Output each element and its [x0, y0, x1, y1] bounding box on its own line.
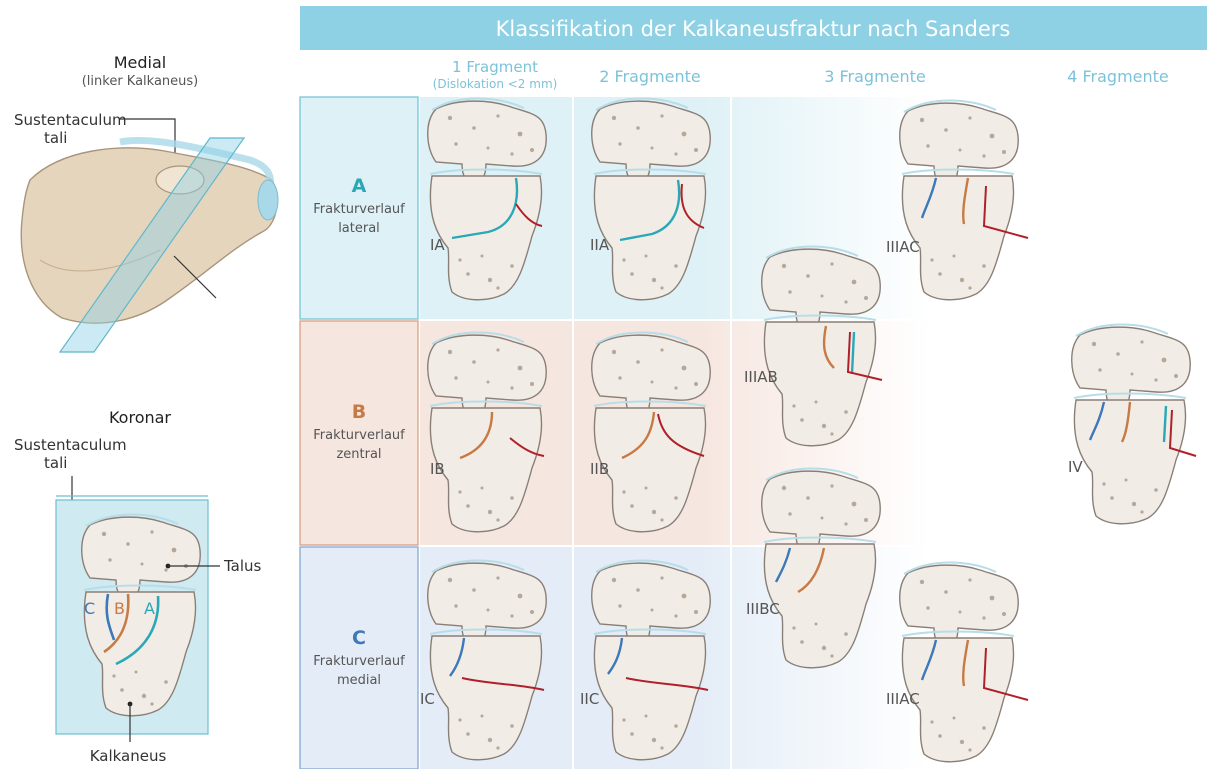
talus-label: Talus	[223, 557, 262, 575]
column-header-3-fragments: 3 Fragmente	[824, 67, 926, 86]
row-a-line1: Frakturverlauf	[313, 202, 405, 217]
row-c-line1: Frakturverlauf	[313, 654, 405, 669]
calcaneus-medial-illustration	[21, 138, 278, 352]
row-c-line2: medial	[337, 673, 381, 688]
fracture-type-iv: IV	[1068, 325, 1196, 524]
column-header-1-fragment: 1 Fragment	[452, 58, 538, 76]
type-label-ib: IB	[430, 460, 445, 478]
column-note-dislocation: (Dislokation <2 mm)	[433, 77, 558, 91]
type-label-iiiac-top: IIIAC	[886, 238, 920, 256]
kalkaneus-label: Kalkaneus	[90, 747, 167, 765]
row-label-c: C Frakturverlauf medial	[300, 547, 418, 769]
type-label-iiiac-bottom: IIIAC	[886, 690, 920, 708]
koronar-title: Koronar	[109, 408, 171, 427]
type-label-ic: IC	[420, 690, 435, 708]
coronal-letter-b: B	[114, 599, 125, 618]
row-letter-b: B	[352, 401, 366, 423]
type-label-ia: IA	[430, 236, 445, 254]
type-label-iv: IV	[1068, 458, 1083, 476]
sustentaculum-label-coronal-line2: tali	[44, 454, 67, 472]
coronal-section-illustration: C B A	[56, 496, 208, 734]
medial-title: Medial	[114, 53, 167, 72]
row-a-line2: lateral	[338, 221, 380, 236]
page-title: Klassifikation der Kalkaneusfraktur nach…	[496, 17, 1011, 41]
column-header-2-fragments: 2 Fragmente	[599, 67, 701, 86]
sustentaculum-label-top-line2: tali	[44, 129, 67, 147]
row-b-line2: zentral	[336, 447, 381, 462]
row-letter-c: C	[352, 627, 366, 649]
type-label-iiibc: IIIBC	[746, 600, 780, 618]
type-label-iib: IIB	[590, 460, 609, 478]
type-label-iia: IIA	[590, 236, 610, 254]
row-label-b: B Frakturverlauf zentral	[300, 321, 418, 545]
sustentaculum-label-top-line1: Sustentaculum	[14, 111, 127, 129]
sustentaculum-label-coronal-line1: Sustentaculum	[14, 436, 127, 454]
row-label-a: A Frakturverlauf lateral	[300, 97, 418, 319]
type-label-iic: IIC	[580, 690, 599, 708]
medial-subtitle: (linker Kalkaneus)	[82, 74, 199, 89]
type-label-iiiab: IIIAB	[744, 368, 778, 386]
row-b-line1: Frakturverlauf	[313, 428, 405, 443]
column-header-4-fragments: 4 Fragmente	[1067, 67, 1169, 86]
coronal-letter-c: C	[84, 599, 95, 618]
coronal-letter-a: A	[144, 599, 155, 618]
row-letter-a: A	[352, 175, 367, 197]
